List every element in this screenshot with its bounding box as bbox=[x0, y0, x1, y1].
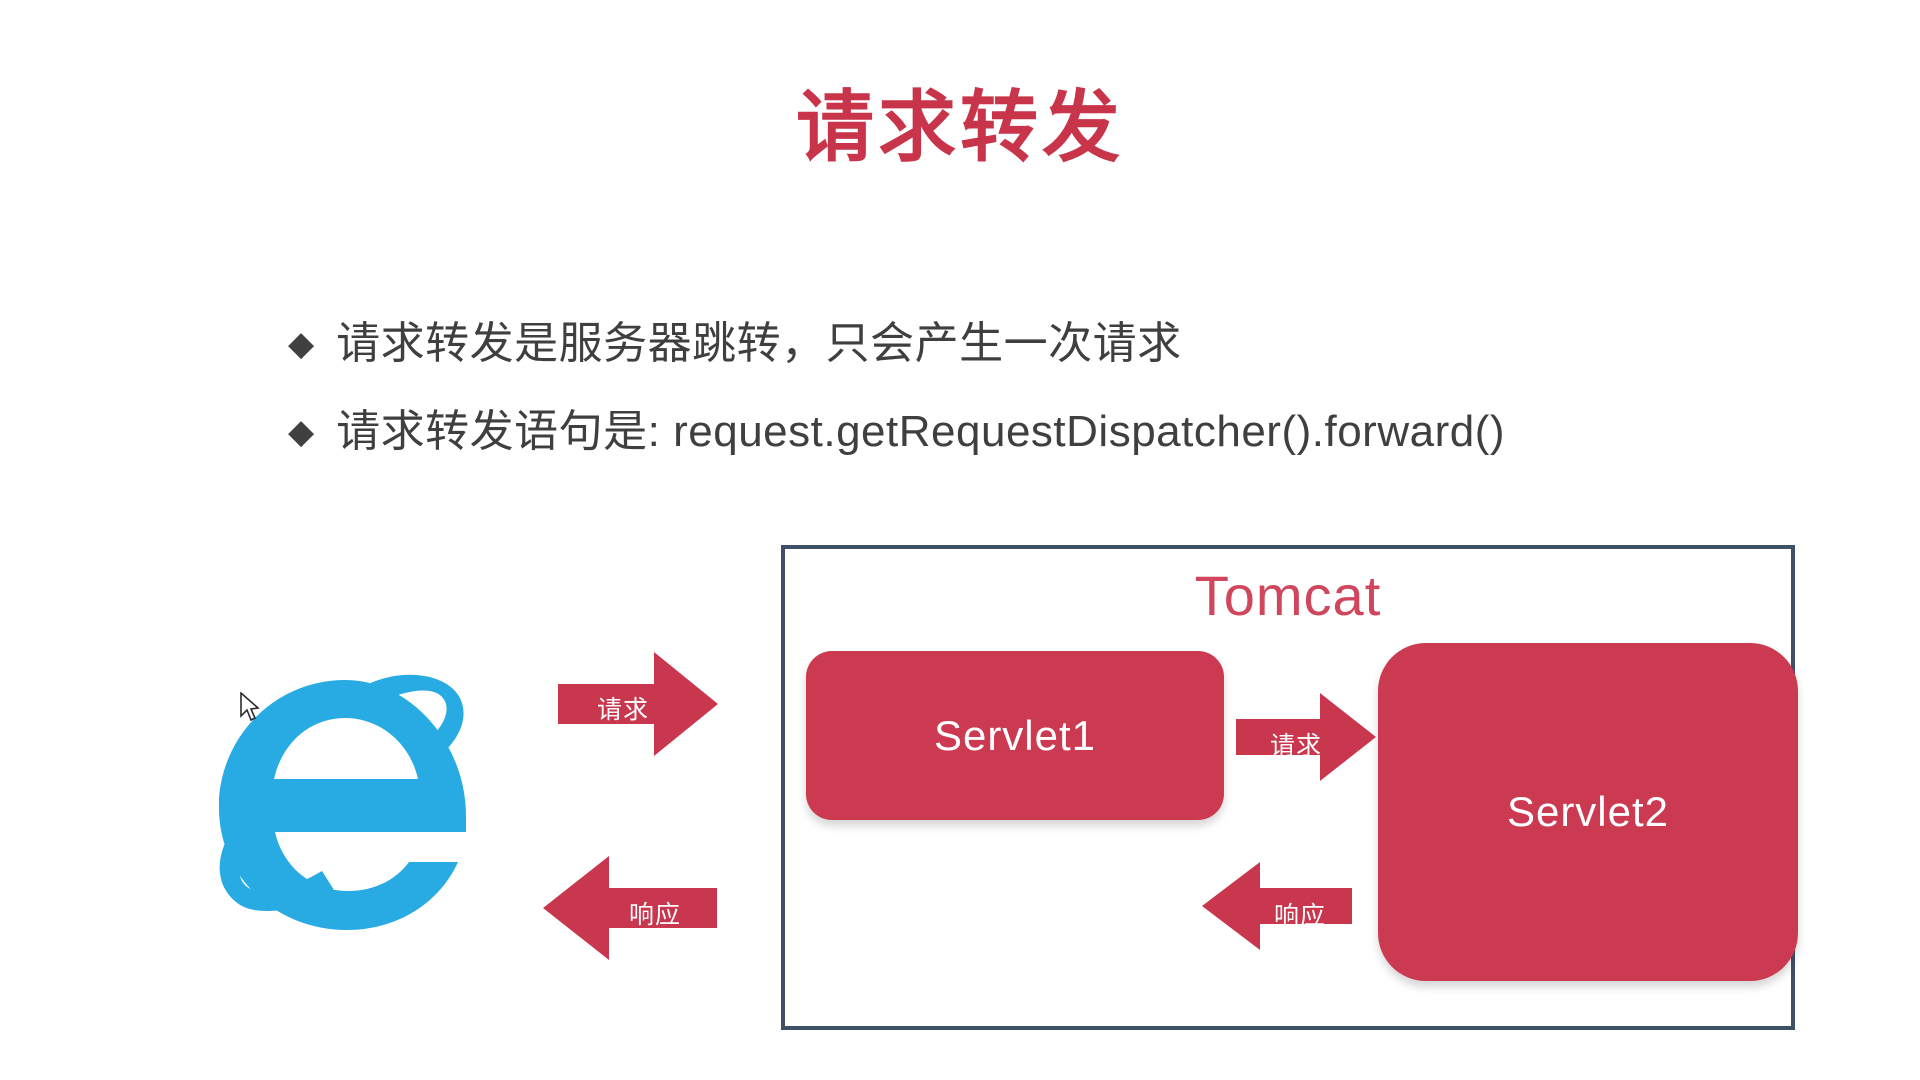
arrow-label-request-1: 请求 bbox=[596, 696, 649, 724]
servlet2-node: Servlet2 bbox=[1378, 643, 1798, 981]
mouse-pointer-icon bbox=[239, 691, 261, 724]
arrow-browser-to-servlet1 bbox=[558, 652, 718, 756]
diamond-bullet-icon: ◆ bbox=[288, 325, 315, 363]
list-item: ◆ 请求转发是服务器跳转，只会产生一次请求 bbox=[288, 318, 1908, 370]
arrow-label-response-1: 响应 bbox=[628, 901, 681, 929]
arrow-servlet1-to-servlet2 bbox=[1236, 693, 1376, 781]
servlet1-label: Servlet1 bbox=[933, 711, 1097, 759]
bullet-text: 请求转发语句是: request.getRequestDispatcher().… bbox=[336, 407, 1505, 456]
list-item: ◆ 请求转发语句是: request.getRequestDispatcher(… bbox=[288, 406, 1908, 458]
arrow-label-request-2: 请求 bbox=[1269, 732, 1322, 760]
diamond-bullet-icon: ◆ bbox=[288, 413, 315, 451]
bullet-list: ◆ 请求转发是服务器跳转，只会产生一次请求 ◆ 请求转发语句是: request… bbox=[288, 318, 1908, 494]
bullet-text: 请求转发是服务器跳转，只会产生一次请求 bbox=[336, 319, 1182, 368]
tomcat-label: Tomcat bbox=[1194, 564, 1382, 627]
arrow-servlet1-to-browser bbox=[543, 856, 717, 960]
arrow-servlet2-to-servlet1 bbox=[1202, 862, 1352, 950]
internet-explorer-logo bbox=[200, 640, 480, 930]
servlet2-label: Servlet2 bbox=[1506, 788, 1670, 835]
servlet1-node: Servlet1 bbox=[806, 651, 1224, 820]
arrow-label-response-2: 响应 bbox=[1273, 902, 1326, 930]
page-title: 请求转发 bbox=[795, 83, 1124, 171]
